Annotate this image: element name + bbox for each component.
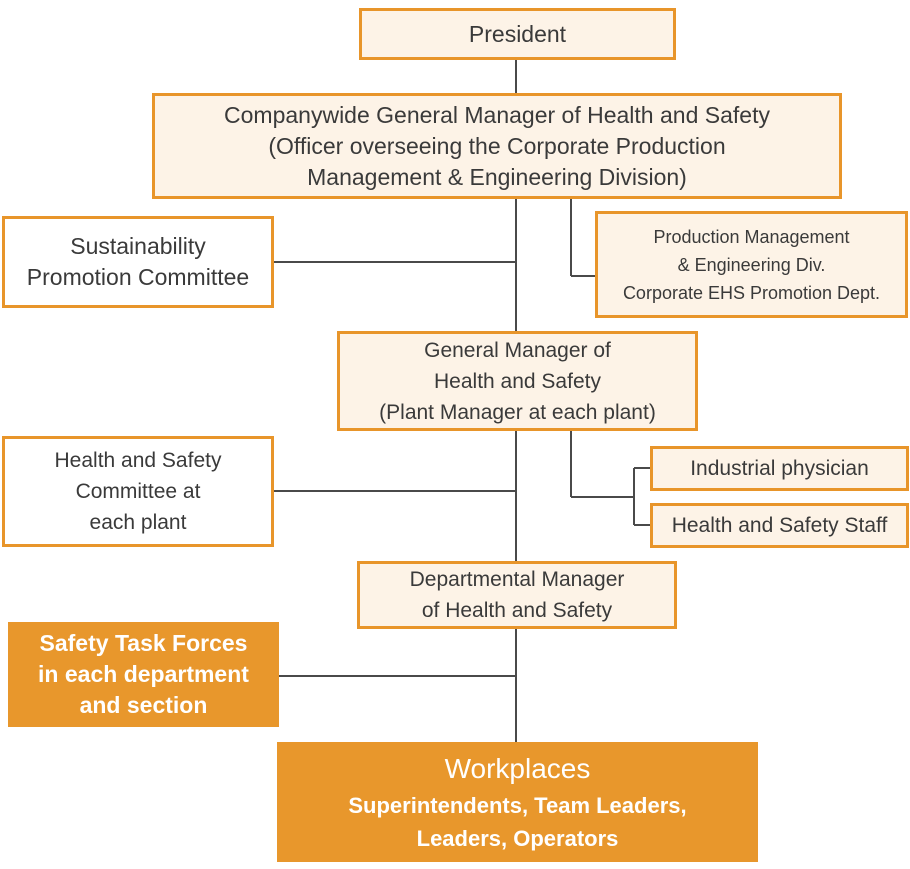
companywide-gm-box: Companywide General Manager of Health an…	[152, 93, 842, 199]
departmental-manager-line-1: Departmental Manager	[409, 568, 625, 591]
sustainability-committee-box: Sustainability Promotion Committee	[2, 216, 274, 308]
workplaces-members-line-1: Superintendents, Team Leaders,	[348, 793, 687, 818]
departmental-manager-line-2: of Health and Safety	[421, 599, 613, 622]
plant-gm-line-1: General Manager of	[424, 338, 611, 362]
workplaces-members-line-2: Leaders, Operators	[416, 826, 619, 851]
president-box: President	[359, 8, 676, 60]
plant-gm-line-2: Health and Safety	[434, 369, 601, 393]
plant-gm-line-3: (Plant Manager at each plant)	[379, 400, 656, 424]
companywide-gm-line-2: (Officer overseeing the Corporate Produc…	[268, 132, 726, 159]
safety-task-forces-line-3: and section	[79, 692, 208, 718]
health-safety-staff-box: Health and Safety Staff	[650, 503, 909, 548]
industrial-physician-box: Industrial physician	[650, 446, 909, 491]
departmental-manager-box: Departmental Manager of Health and Safet…	[357, 561, 677, 629]
health-safety-staff-label: Health and Safety Staff	[671, 514, 888, 537]
production-management-line-2: & Engineering Div.	[677, 254, 826, 275]
sustainability-committee-line-1: Sustainability	[70, 233, 206, 259]
companywide-gm-line-1: Companywide General Manager of Health an…	[224, 101, 770, 128]
plant-committee-line-3: each plant	[89, 511, 187, 534]
safety-task-forces-box: Safety Task Forces in each department an…	[8, 622, 279, 727]
production-management-line-1: Production Management	[653, 226, 850, 247]
production-management-box: Production Management & Engineering Div.…	[595, 211, 908, 318]
workplaces-title: Workplaces	[444, 753, 591, 784]
president-label: President	[468, 20, 567, 47]
workplaces-box: Workplaces Superintendents, Team Leaders…	[277, 742, 758, 862]
industrial-physician-label: Industrial physician	[690, 457, 869, 480]
plant-gm-box: General Manager of Health and Safety (Pl…	[337, 331, 698, 431]
safety-task-forces-line-1: Safety Task Forces	[39, 630, 248, 656]
safety-task-forces-line-2: in each department	[38, 661, 249, 687]
production-management-line-3: Corporate EHS Promotion Dept.	[622, 282, 881, 303]
plant-committee-line-1: Health and Safety	[54, 449, 222, 472]
plant-committee-box: Health and Safety Committee at each plan…	[2, 436, 274, 547]
companywide-gm-line-3: Management & Engineering Division)	[307, 163, 687, 190]
sustainability-committee-line-2: Promotion Committee	[26, 264, 250, 290]
plant-committee-line-2: Committee at	[75, 480, 201, 503]
